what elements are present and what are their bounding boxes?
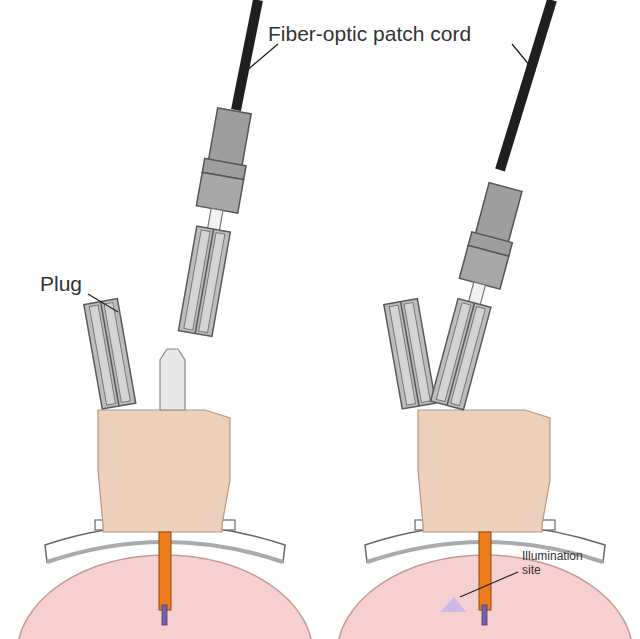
part-label: Fiber-optic patch cord — [268, 22, 471, 46]
part-label: Plug — [40, 272, 82, 296]
part-label: Illumination site — [522, 550, 602, 578]
